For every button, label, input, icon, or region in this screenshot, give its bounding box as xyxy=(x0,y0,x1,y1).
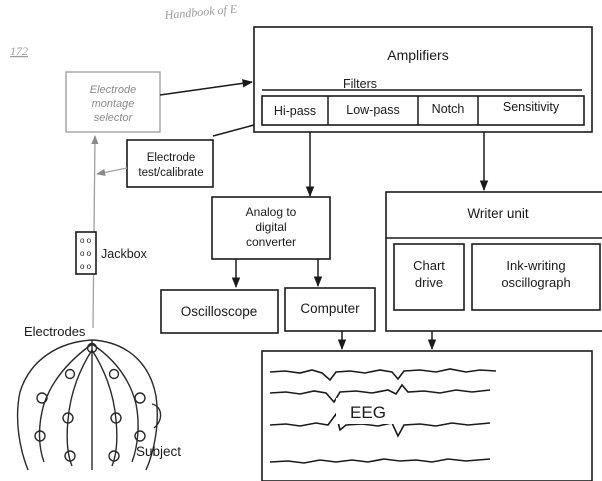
page-number: 172 xyxy=(10,44,28,58)
running-header-title: Handbook of E xyxy=(163,2,238,22)
filters-label: Filters xyxy=(343,77,377,91)
filter-lowpass: Low-pass xyxy=(346,103,400,117)
electrodes-label: Electrodes xyxy=(24,324,86,339)
montage-label-line2: montage xyxy=(92,98,135,110)
electrode-icon xyxy=(134,430,146,442)
test-label-line2: test/calibrate xyxy=(138,167,203,179)
eeg-trace-1 xyxy=(269,368,497,382)
arrow-montage-to-amplifiers xyxy=(159,79,254,96)
electrode-lead-left xyxy=(38,343,93,463)
jackbox-label: Jackbox xyxy=(101,247,148,261)
eeg-label: EEG xyxy=(350,403,386,422)
oscilloscope-box xyxy=(160,289,279,334)
montage-label-line1: Electrode xyxy=(90,84,136,96)
eeg-trace-panel xyxy=(261,350,593,481)
ink-writing-box xyxy=(471,243,601,311)
jackbox-pins-3: o o xyxy=(80,262,92,271)
computer-label: Computer xyxy=(300,301,360,316)
computer-box xyxy=(284,287,376,332)
electrode-lead-inner-right xyxy=(91,349,118,467)
ink-writing-line1: Ink-writing xyxy=(506,258,565,273)
chart-drive-line2: drive xyxy=(415,275,443,290)
ink-writing-line2: oscillograph xyxy=(501,275,570,290)
chart-drive-line1: Chart xyxy=(413,258,445,273)
electrode-lead-inner-left xyxy=(66,349,93,467)
writer-unit-label: Writer unit xyxy=(467,206,529,221)
filter-row-box xyxy=(261,95,585,126)
amplifiers-label: Amplifiers xyxy=(387,47,448,63)
electrode-icon xyxy=(64,450,76,462)
jackbox-box xyxy=(75,231,97,275)
link-amplifiers-to-test xyxy=(212,124,255,137)
electrode-icon xyxy=(134,392,146,404)
electrode-icon xyxy=(62,412,74,424)
chart-drive-box xyxy=(393,243,465,311)
adc-label-line3: converter xyxy=(246,235,296,249)
adc-label-line1: Analog to xyxy=(246,205,297,219)
jackbox-pins-1: o o xyxy=(80,236,92,245)
electrode-icon xyxy=(64,368,76,380)
subject-ear-icon xyxy=(151,403,162,429)
subject-label: Subject xyxy=(136,444,181,459)
oscilloscope-label: Oscilloscope xyxy=(181,304,258,319)
filter-notch: Notch xyxy=(432,102,465,116)
electrode-icon xyxy=(86,342,98,354)
test-calibrate-box xyxy=(126,139,214,188)
eeg-trace-2 xyxy=(269,383,491,404)
eeg-trace-4 xyxy=(269,458,491,464)
electrode-lead-right xyxy=(91,343,139,463)
eeg-trace-3 xyxy=(269,412,491,438)
electrode-icon xyxy=(34,430,46,442)
sensitivity-label: Sensitivity xyxy=(503,100,560,114)
electrode-icon xyxy=(108,450,120,462)
electrode-icon xyxy=(108,368,120,380)
eeg-label-backing xyxy=(336,398,400,424)
adc-label-line2: digital xyxy=(255,220,286,234)
test-label-line1: Electrode xyxy=(147,152,196,164)
electrode-icon xyxy=(36,392,48,404)
montage-label-line3: selector xyxy=(94,112,134,124)
montage-selector-box xyxy=(65,71,161,133)
electrode-icon xyxy=(110,412,122,424)
filter-hipass: Hi-pass xyxy=(274,104,316,118)
adc-box xyxy=(211,196,331,260)
arrow-test-to-signal-line xyxy=(96,167,128,176)
jackbox-pins-2: o o xyxy=(80,249,92,258)
